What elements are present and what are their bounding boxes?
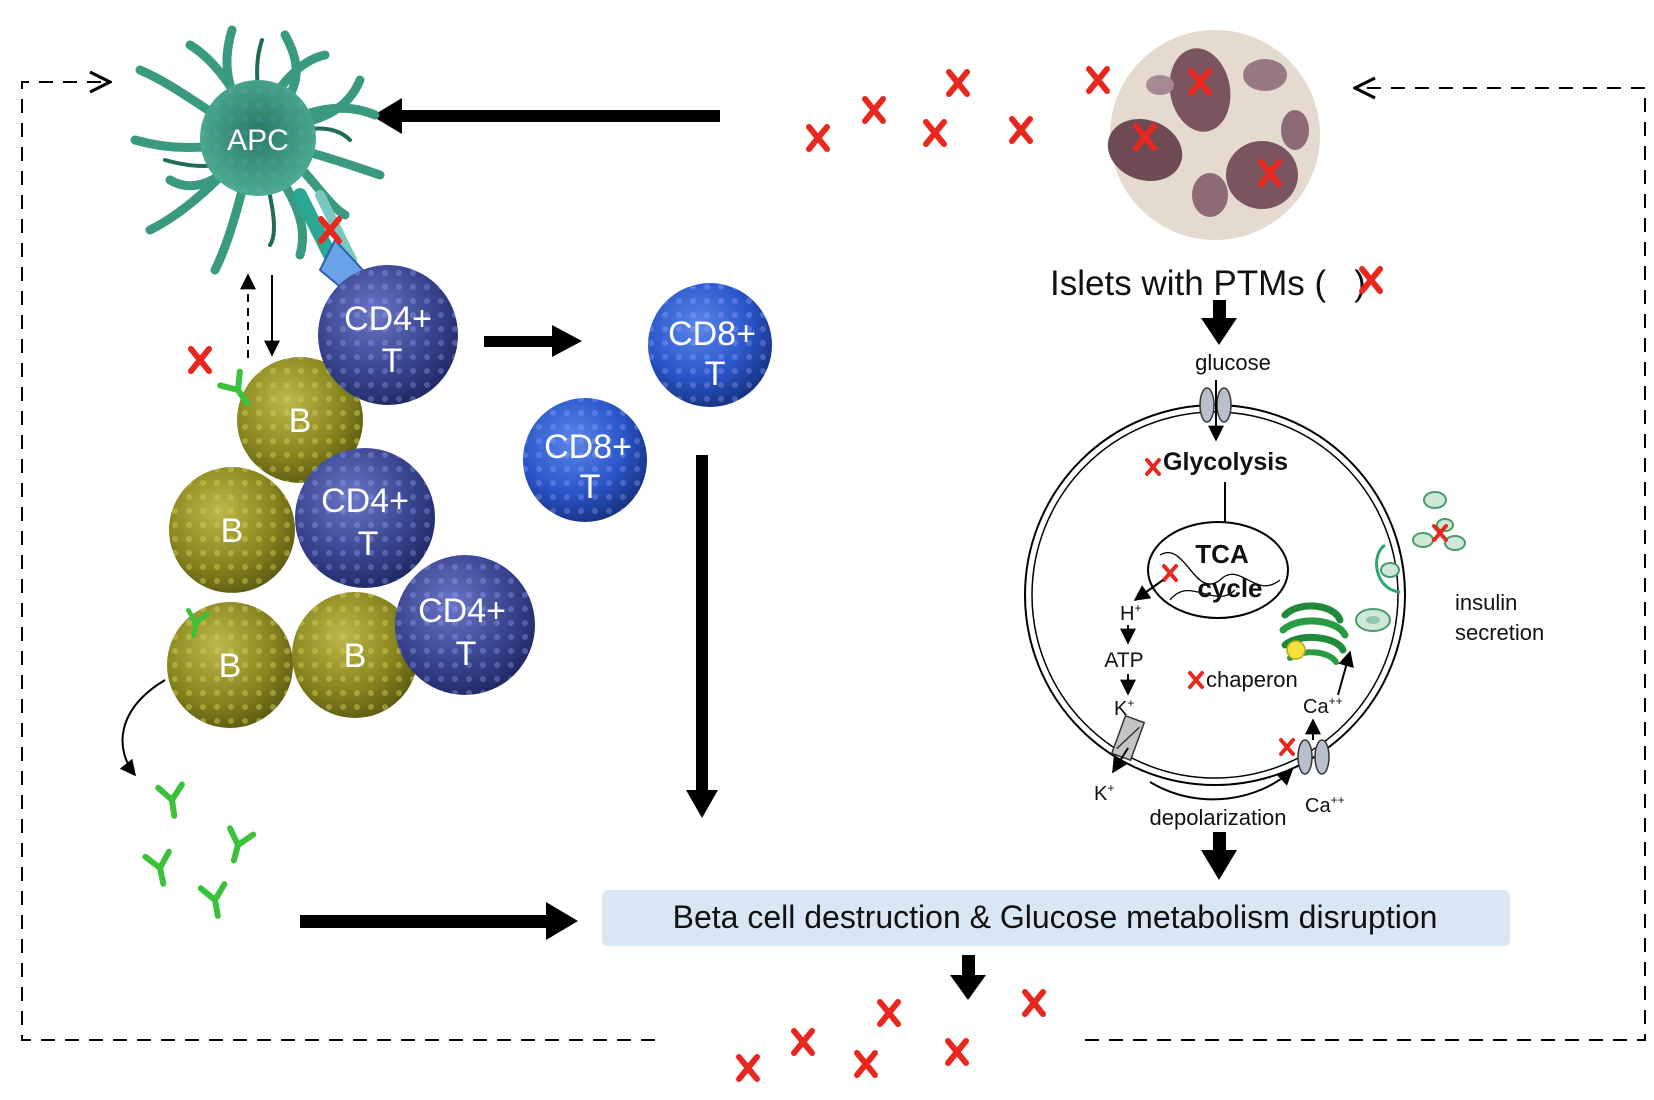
arrow-cd8-to-outcome [686, 455, 718, 818]
ptm-marker-released [880, 1002, 898, 1024]
tcr-mhc-synapse [293, 188, 374, 297]
ptm-marker-released [1025, 992, 1043, 1014]
mitochondrion-icon [1147, 521, 1289, 619]
insulin-label-line1: insulin [1455, 590, 1517, 615]
b-cell-1-label: B [289, 402, 312, 440]
b-cell-2 [169, 467, 295, 593]
outcome-box [602, 890, 1510, 946]
depolarization-label: depolarization [1150, 805, 1287, 830]
cd8-t-cell-1-label-line2: T [705, 355, 726, 393]
arrow-tca-to-h [1133, 579, 1164, 601]
ptm-marker-released [1012, 119, 1030, 141]
cd8-t-cell-2-label-line2: T [580, 468, 601, 506]
feedback-loop-left [21, 82, 655, 1041]
islets-title: Islets with PTMs () [1050, 264, 1366, 303]
arrow-depolarization [1149, 768, 1294, 801]
ptm-marker-released [949, 72, 967, 94]
tca-label-line1: TCA [1195, 539, 1249, 569]
ptm-marker-released [809, 127, 827, 149]
cd4-t-cell-1 [318, 265, 458, 405]
arrow-islets-to-apc [372, 98, 720, 134]
cd4-t-cell-3 [395, 555, 535, 695]
cd4-t-cell-3-label-line1: CD4+ [418, 592, 506, 630]
antibody-icon [222, 828, 253, 863]
arrow-ca-to-er [1337, 650, 1354, 696]
ca-in-label: Ca++ [1303, 694, 1343, 718]
cd4-t-cell-2-label-line2: T [358, 525, 379, 563]
chaperon-label: chaperon [1206, 667, 1298, 692]
k-atp-channel-icon [1110, 714, 1146, 762]
arrow-islets-to-pathway [1201, 300, 1237, 345]
ptm-marker-released [948, 1041, 966, 1063]
antibody-icon [201, 884, 230, 918]
arrow-outcome-to-ptms [950, 955, 986, 1000]
b-cell-1 [237, 357, 363, 483]
ptm-marker-ca-channel [1279, 738, 1295, 756]
antibody-icon [145, 852, 175, 886]
atp-label: ATP [1104, 649, 1143, 672]
ptm-marker-chaperon [1188, 671, 1204, 689]
b-cell-4 [292, 592, 418, 718]
ptm-marker-glycolysis [1145, 458, 1161, 476]
cd8-t-cell-1 [648, 283, 772, 407]
islets-image [1107, 30, 1320, 240]
cd4-t-cell-2-label-line1: CD4+ [321, 482, 409, 520]
b-cell-4-label: B [344, 637, 367, 675]
antibody-icon [158, 784, 186, 817]
k-out-label: K+ [1094, 781, 1114, 805]
glycolysis-label: Glycolysis [1163, 448, 1288, 476]
feedback-loop-right [1085, 88, 1646, 1041]
b-cell-3 [167, 602, 293, 728]
ptm-marker-released [1089, 69, 1107, 91]
arrow-b-to-antibodies [119, 679, 166, 777]
glucose-transporter-icon [1199, 387, 1232, 423]
cd8-t-cell-2 [523, 398, 647, 522]
outcome-label: Beta cell destruction & Glucose metaboli… [673, 899, 1438, 935]
cd4-t-cell-2 [295, 448, 435, 588]
k-in-label: K+ [1114, 696, 1134, 720]
insulin-granules-icon [1355, 491, 1466, 632]
ptm-marker-released [865, 99, 883, 121]
arrow-cd4-to-cd8 [484, 325, 582, 357]
ptm-marker-b-receptor [191, 349, 209, 371]
arrow-antibodies-to-outcome [300, 902, 578, 940]
er-golgi-icon [1279, 602, 1349, 665]
apc-label: APC [227, 124, 289, 157]
cd4-t-cell-3-label-line2: T [456, 635, 477, 673]
cd8-t-cell-1-label-line1: CD8+ [668, 315, 756, 353]
h-plus-label: H+ [1120, 601, 1141, 625]
apc-cell [130, 25, 385, 275]
ptm-marker-released [794, 1031, 812, 1053]
insulin-label-line2: secretion [1455, 620, 1544, 645]
glucose-label: glucose [1195, 350, 1271, 375]
cd8-t-cell-2-label-line1: CD8+ [544, 428, 632, 466]
cd4-t-cell-1-label-line2: T [382, 342, 403, 380]
b-cell-3-label: B [219, 647, 242, 685]
ptm-marker-released [926, 122, 944, 144]
arrow-k-out [1112, 747, 1129, 774]
ca-out-label: Ca++ [1305, 793, 1345, 817]
ptm-marker-released [857, 1053, 875, 1075]
tca-label-line2: cycle [1197, 573, 1262, 603]
ca-channel-icon [1297, 739, 1330, 775]
cd4-t-cell-1-label-line1: CD4+ [344, 300, 432, 338]
arrow-pathway-to-outcome [1201, 832, 1237, 880]
ptm-marker-released [739, 1057, 757, 1079]
b-cell-2-label: B [221, 512, 244, 550]
